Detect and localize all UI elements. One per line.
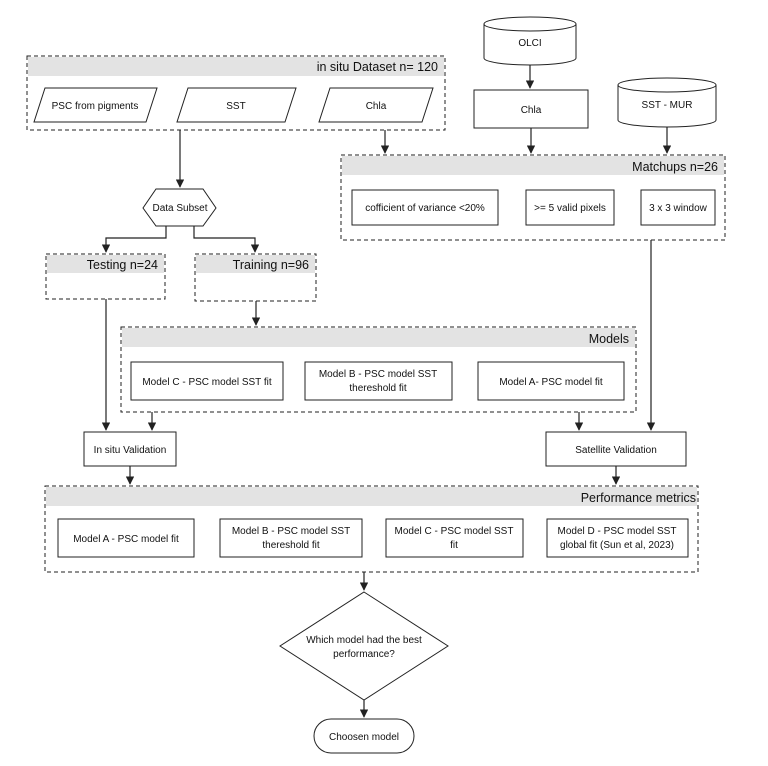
svg-text:Model C - PSC model SST fit: Model C - PSC model SST fit	[142, 377, 272, 388]
svg-text:thereshold fit: thereshold fit	[262, 540, 319, 551]
best-model-decision-node: Which model had the best performance?	[279, 591, 449, 701]
arrow-subset-to-training	[193, 226, 260, 253]
performance-model-d-node: Model D - PSC model SST global fit (Sun …	[546, 518, 689, 558]
data-subset-node: Data Subset	[142, 188, 217, 227]
svg-text:thereshold fit: thereshold fit	[349, 383, 406, 394]
satellite-validation-node: Satellite Validation	[545, 431, 687, 467]
svg-text:OLCI: OLCI	[518, 38, 541, 49]
svg-text:Model A - PSC model fit: Model A - PSC model fit	[73, 534, 179, 545]
matchups-group: Matchups n=26 cofficient of variance <20…	[340, 154, 726, 241]
performance-model-b-node: Model B - PSC model SST thereshold fit	[219, 518, 363, 558]
svg-text:performance?: performance?	[333, 649, 395, 660]
matchups-title: Matchups n=26	[632, 160, 718, 174]
training-title: Training n=96	[233, 258, 309, 272]
training-group: Training n=96	[194, 253, 317, 302]
models-group: Models Model C - PSC model SST fit Model…	[120, 326, 637, 413]
connectors	[101, 65, 672, 718]
svg-text:Model D - PSC model SST: Model D - PSC model SST	[558, 526, 677, 537]
chosen-model-node: Choosen model	[313, 718, 415, 754]
svg-text:fit: fit	[450, 540, 458, 551]
svg-text:cofficient of variance <20%: cofficient of variance <20%	[365, 203, 485, 214]
svg-text:Model B - PSC model SST: Model B - PSC model SST	[232, 526, 350, 537]
models-title: Models	[589, 332, 629, 346]
model-a-node: Model A- PSC model fit	[477, 361, 625, 401]
svg-text:>= 5 valid pixels: >= 5 valid pixels	[534, 203, 606, 214]
matchup-valid-pixels-criterion: >= 5 valid pixels	[525, 189, 615, 226]
model-c-node: Model C - PSC model SST fit	[130, 361, 284, 401]
sst-mur-database: SST - MUR	[617, 77, 717, 128]
insitu-chla-node: Chla	[318, 87, 434, 123]
matchup-variance-criterion: cofficient of variance <20%	[351, 189, 499, 226]
svg-text:3 x 3 window: 3 x 3 window	[649, 203, 708, 214]
svg-text:Satellite Validation: Satellite Validation	[575, 445, 657, 456]
svg-text:PSC from pigments: PSC from pigments	[52, 101, 139, 112]
olci-database: OLCI	[483, 16, 577, 66]
svg-text:Choosen model: Choosen model	[329, 732, 399, 743]
performance-metrics-group: Performance metrics Model A - PSC model …	[44, 485, 699, 573]
arrow-subset-to-testing	[101, 226, 167, 253]
performance-model-a-node: Model A - PSC model fit	[57, 518, 195, 558]
svg-text:In situ Validation: In situ Validation	[94, 445, 167, 456]
svg-text:SST - MUR: SST - MUR	[642, 100, 693, 111]
svg-text:Which model had the best: Which model had the best	[306, 635, 422, 646]
satellite-chla-node: Chla	[473, 89, 589, 129]
svg-text:Model B - PSC model SST: Model B - PSC model SST	[319, 369, 437, 380]
svg-text:Data Subset: Data Subset	[152, 203, 207, 214]
svg-text:Model C - PSC model SST: Model C - PSC model SST	[395, 526, 514, 537]
testing-group: Testing n=24	[45, 253, 166, 300]
svg-text:Chla: Chla	[521, 105, 542, 116]
insitu-dataset-group: in situ Dataset n= 120 PSC from pigments…	[26, 55, 446, 131]
matchup-window-criterion: 3 x 3 window	[640, 189, 716, 226]
model-b-node: Model B - PSC model SST thereshold fit	[304, 361, 453, 401]
svg-text:SST: SST	[226, 101, 245, 112]
sst-node: SST	[176, 87, 297, 123]
svg-text:global fit (Sun et al, 2023): global fit (Sun et al, 2023)	[560, 540, 674, 551]
performance-metrics-title: Performance metrics	[581, 491, 696, 505]
testing-title: Testing n=24	[87, 258, 158, 272]
insitu-validation-node: In situ Validation	[83, 431, 177, 467]
svg-text:Chla: Chla	[366, 101, 387, 112]
psc-from-pigments-node: PSC from pigments	[33, 87, 158, 123]
performance-model-c-node: Model C - PSC model SST fit	[385, 518, 524, 558]
svg-text:Model A- PSC model fit: Model A- PSC model fit	[499, 377, 603, 388]
insitu-dataset-title: in situ Dataset n= 120	[317, 60, 438, 74]
